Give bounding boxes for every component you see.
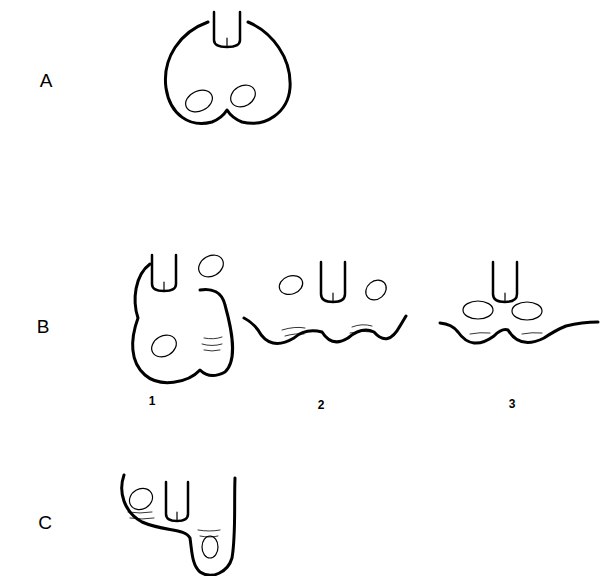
variant-number: 1 xyxy=(149,395,156,407)
figure-b1 xyxy=(133,251,233,383)
figure-c xyxy=(122,475,235,575)
panel-letter: C xyxy=(38,513,52,532)
figure-b2 xyxy=(244,262,406,343)
variant-number: 3 xyxy=(509,398,516,410)
panel-letter: A xyxy=(40,71,53,90)
figure-b3 xyxy=(440,262,598,343)
figure-a xyxy=(165,12,290,123)
variant-number: 2 xyxy=(318,399,325,411)
panel-letter: B xyxy=(37,317,50,336)
